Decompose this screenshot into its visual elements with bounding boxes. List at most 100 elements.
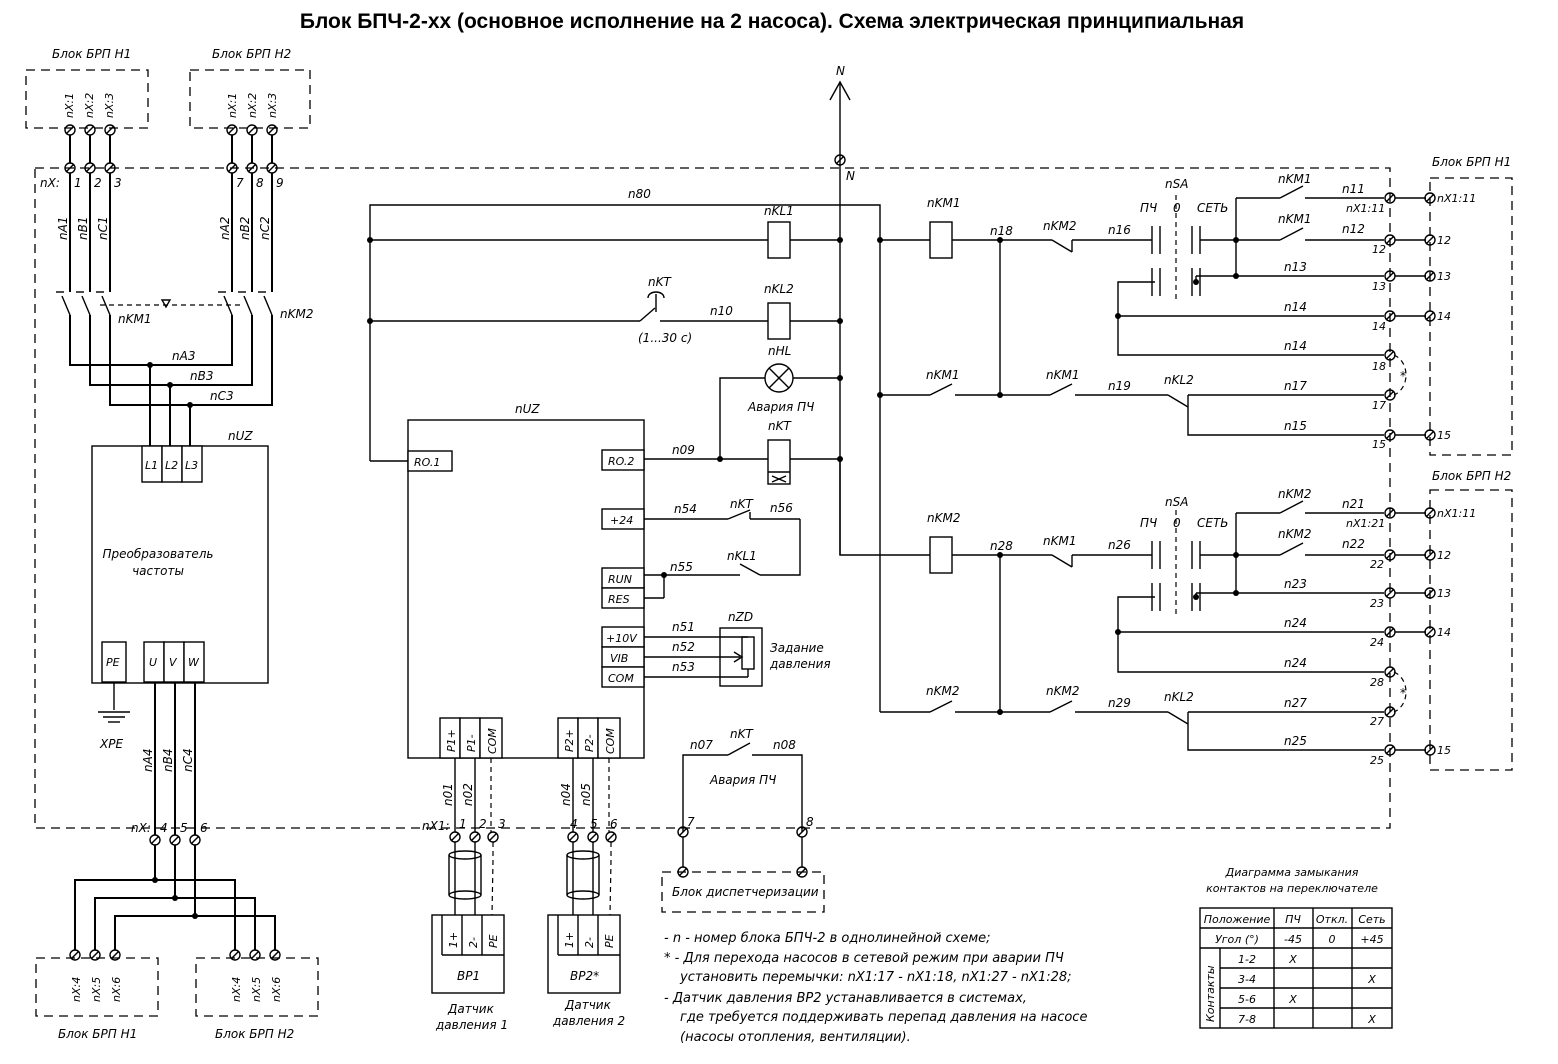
pin-label: nX:2 bbox=[246, 93, 259, 118]
sa-pos: ПЧ bbox=[1140, 516, 1157, 530]
pump-h1-control: nKM1 n18 nKM2 n16 nSA ПЧ 0 СЕТЬ nKM1 nK bbox=[877, 172, 1384, 436]
run-terminal: RUN bbox=[608, 573, 632, 586]
km2-nc-label: nKM2 bbox=[1043, 219, 1076, 233]
vib-terminal: VIB bbox=[610, 652, 628, 665]
res-terminal: RES bbox=[608, 593, 630, 606]
w-terminal: W bbox=[188, 656, 200, 669]
terminal-num: 25 bbox=[1370, 754, 1384, 767]
p10v-terminal: +10V bbox=[606, 632, 638, 645]
pump-h2-control: nKM2 n28 nKM1 n26 nSA ПЧ 0 СЕТЬ nKM2 nKM… bbox=[839, 459, 1384, 751]
wire-label: n24 bbox=[1284, 616, 1307, 630]
sensor-pin: 1+ bbox=[447, 932, 460, 948]
wire-label: n15 bbox=[1284, 419, 1307, 433]
km2-label: nKM2 bbox=[280, 307, 313, 321]
kt-alarm-label: nKT bbox=[730, 727, 754, 741]
ro1-terminal: RO.1 bbox=[414, 456, 440, 469]
km1-label: nKM1 bbox=[118, 312, 151, 326]
brp-h1-bottom-label: Блок БРП Н1 bbox=[58, 1027, 137, 1041]
neutral-bus: N N bbox=[829, 64, 855, 555]
sensor-wiring: n01 n02 n04 n05 nX1: 1 2 3 4 5 6 bbox=[422, 758, 618, 916]
terminal-row-nx-top: nX: 1 2 3 7 8 9 bbox=[40, 162, 284, 190]
wire-label: n10 bbox=[710, 304, 733, 318]
terminal-num: 28 bbox=[1370, 676, 1384, 689]
wire-label: n54 bbox=[674, 502, 697, 516]
p1-minus: P1- bbox=[465, 734, 478, 752]
pe-terminal: PE bbox=[106, 656, 120, 669]
kt-contact-label: nKT bbox=[730, 497, 754, 511]
table-cell: X bbox=[1367, 1013, 1376, 1026]
uz-label: nUZ bbox=[228, 429, 253, 443]
km1-coil-label: nKM1 bbox=[927, 196, 960, 210]
com-terminal: COM bbox=[608, 672, 634, 685]
kt-time: (1...30 c) bbox=[638, 331, 692, 345]
km1-contact-label: nKM1 bbox=[1278, 172, 1311, 186]
terminal-num: 12 bbox=[1437, 234, 1451, 247]
nx-prefix: nX: bbox=[131, 821, 151, 835]
dispatch-label: Блок диспетчеризации bbox=[672, 885, 819, 899]
table-row-label: 3-4 bbox=[1238, 973, 1256, 986]
terminal-num: 27 bbox=[1370, 715, 1384, 728]
nx-num: 7 bbox=[236, 176, 244, 190]
wire-label: n28 bbox=[990, 539, 1013, 553]
wire-label: nC3 bbox=[210, 389, 234, 403]
wire-label: nA2 bbox=[218, 217, 232, 240]
brp-h2-right-label: Блок БРП Н2 bbox=[1432, 469, 1511, 483]
p1-com: COM bbox=[486, 728, 499, 754]
sensor-pin: PE bbox=[487, 934, 500, 948]
nx-num: 6 bbox=[200, 821, 208, 835]
sa-pos: СЕТЬ bbox=[1197, 516, 1229, 530]
jumper-star: * bbox=[1400, 369, 1406, 383]
brp-h2-bottom-label: Блок БРП Н2 bbox=[215, 1027, 294, 1041]
wire-label: nA1 bbox=[56, 217, 70, 240]
page-title: Блок БПЧ-2-хх (основное исполнение на 2 … bbox=[300, 10, 1244, 33]
kl2-contact-label: nKL2 bbox=[1164, 373, 1194, 387]
brp-block-h2-top: Блок БРП Н2 nX:1 nX:2 nX:3 bbox=[189, 47, 311, 129]
nx-prefix: nX: bbox=[40, 176, 60, 190]
terminal-num: 14 bbox=[1437, 626, 1451, 639]
terminal-num: 22 bbox=[1370, 558, 1384, 571]
wire-label: n12 bbox=[1342, 222, 1365, 236]
sensor-pin: 2- bbox=[467, 937, 480, 948]
wire-label: n25 bbox=[1284, 734, 1307, 748]
controller-label: nUZ bbox=[515, 402, 540, 416]
km2-no-label: nKM2 bbox=[926, 684, 959, 698]
wire-label: n04 bbox=[559, 783, 573, 806]
nx1-num: 1 bbox=[459, 817, 467, 831]
table-side-label: Контакты bbox=[1204, 965, 1217, 1022]
terminal-row-top-brp bbox=[64, 124, 278, 136]
sensor-pin: PE bbox=[603, 934, 616, 948]
table-row-label: 5-6 bbox=[1238, 993, 1256, 1006]
dispatch-alarm: n07 nKT n08 Авария ПЧ 7 8 Блок диспетчер… bbox=[661, 727, 825, 913]
terminal-num: 14 bbox=[1437, 310, 1451, 323]
pin-label: nX:5 bbox=[250, 977, 263, 1002]
nx1-num: 5 bbox=[590, 817, 598, 831]
sensor-caption: давления 1 bbox=[435, 1018, 508, 1032]
pin-label: nX:3 bbox=[266, 93, 279, 118]
notes: - n - номер блока БПЧ-2 в однолинейной с… bbox=[664, 931, 1087, 1045]
wire-label: n18 bbox=[990, 224, 1013, 238]
note-line: * - Для перехода насосов в сетевой режим… bbox=[664, 951, 1064, 966]
wire-label: n07 bbox=[690, 738, 713, 752]
terminal-num: nX1:11 bbox=[1437, 192, 1476, 205]
wire-label: n11 bbox=[1342, 182, 1365, 196]
note-line: - n - номер блока БПЧ-2 в однолинейной с… bbox=[664, 931, 991, 946]
pin-label: nX:5 bbox=[90, 977, 103, 1002]
control-relays: n80 nKL1 nKT (1...30 c) n10 nKL2 nHL Ава… bbox=[367, 187, 883, 712]
km2-coil-label: nKM2 bbox=[927, 511, 960, 525]
nx1-num: 3 bbox=[498, 817, 506, 831]
v-terminal: V bbox=[169, 656, 178, 669]
sa-pos: 0 bbox=[1173, 201, 1181, 215]
km2-contact-label: nKM2 bbox=[1278, 527, 1311, 541]
n-label: N bbox=[846, 169, 855, 183]
nx-num: 5 bbox=[180, 821, 188, 835]
wire-label: n01 bbox=[441, 783, 455, 806]
power-wiring bbox=[56, 135, 273, 835]
terminal-column-h2: * nX1:21 22 23 24 28 27 25 Блок БРП Н2 n… bbox=[1346, 469, 1513, 771]
wire-label: n09 bbox=[672, 443, 695, 457]
wire-label: n23 bbox=[1284, 577, 1307, 591]
note-line: (насосы отопления, вентиляции). bbox=[680, 1030, 911, 1045]
controller-uz: nUZ RO.1 RO.2 +24 RUN RES +10V VIB COM P… bbox=[370, 402, 645, 759]
nx1-num: 6 bbox=[610, 817, 618, 831]
kl2-contact-label: nKL2 bbox=[1164, 690, 1194, 704]
table-title: контактов на переключателе bbox=[1206, 882, 1378, 895]
